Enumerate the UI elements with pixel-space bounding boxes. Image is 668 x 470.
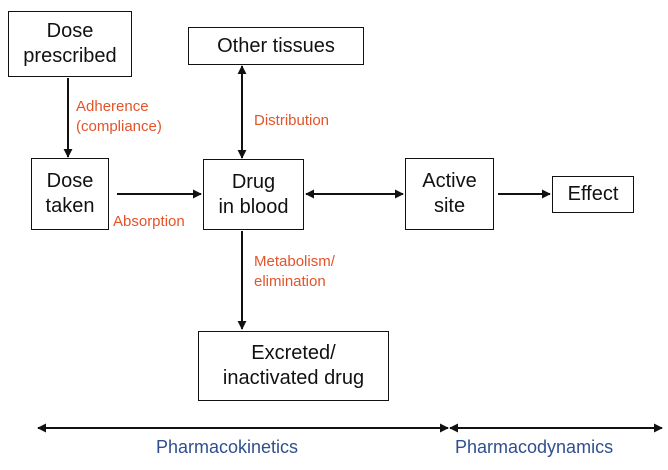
absorption-label: Absorption <box>113 213 185 230</box>
adherence-label: Adherence (compliance) <box>76 98 162 135</box>
distribution-label: Distribution <box>254 112 330 129</box>
dose-prescribed-box: Dose prescribed <box>8 11 132 77</box>
metabolism-label: Metabolism/ elimination <box>254 253 335 290</box>
other-tissues-box: Other tissues <box>188 27 364 65</box>
pharmacokinetics-label: Pharmacokinetics <box>156 437 299 457</box>
effect-box: Effect <box>552 176 634 213</box>
pharmacodynamics-label: Pharmacodynamics <box>455 437 614 457</box>
active-site-box: Active site <box>405 158 494 230</box>
drug-in-blood-box: Drug in blood <box>203 159 304 230</box>
excreted-drug-box: Excreted/ inactivated drug <box>198 331 389 401</box>
dose-taken-box: Dose taken <box>31 158 109 230</box>
